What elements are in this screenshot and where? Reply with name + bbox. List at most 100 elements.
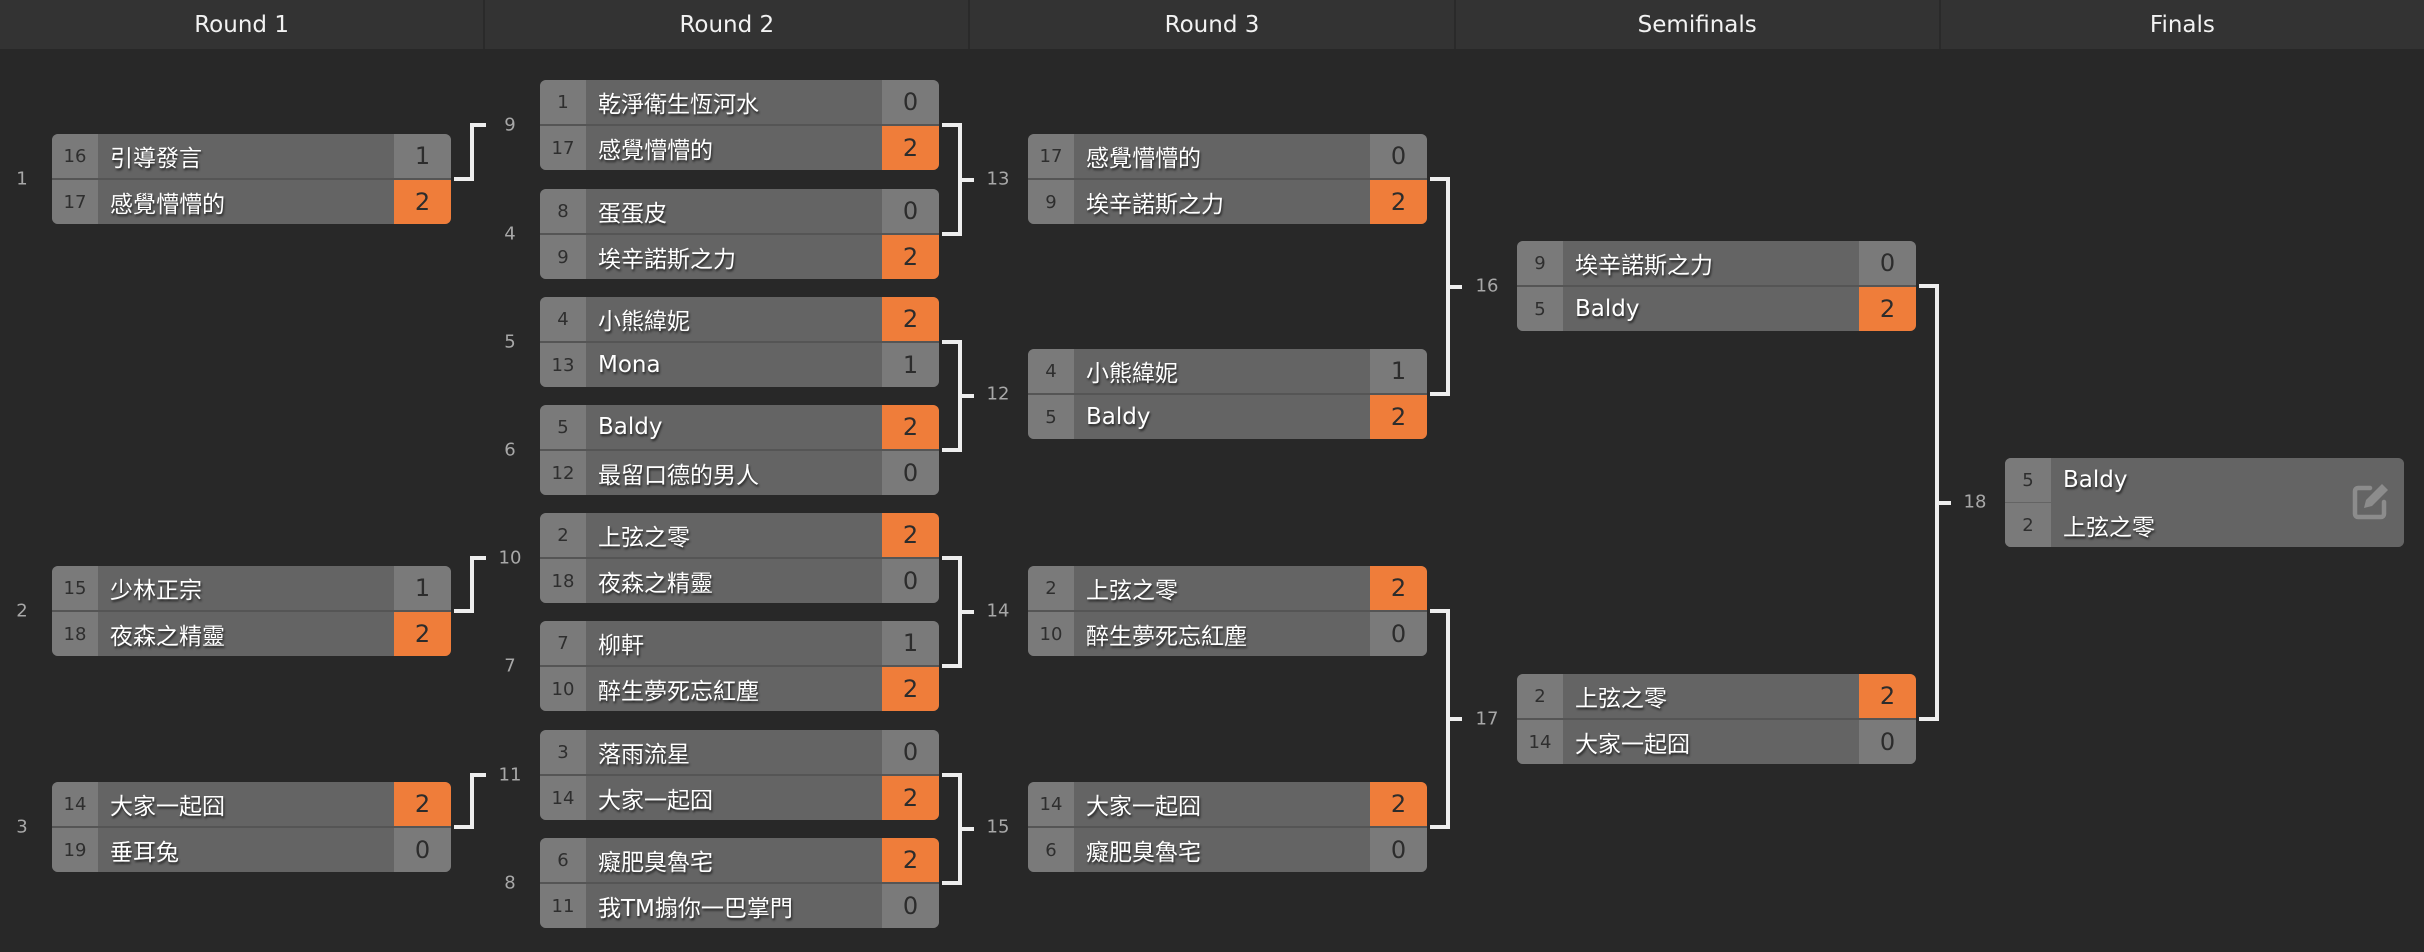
team-score: 2 bbox=[882, 126, 939, 170]
connector-line bbox=[470, 123, 474, 181]
team-score: 2 bbox=[882, 235, 939, 279]
team-seed: 17 bbox=[540, 126, 586, 170]
match-number: 18 bbox=[1963, 491, 1987, 513]
team-score: 0 bbox=[882, 189, 939, 233]
connector-line bbox=[1430, 392, 1450, 396]
team-score: 0 bbox=[882, 80, 939, 124]
team-name: 感覺懵懵的 bbox=[98, 180, 394, 224]
match-number: 14 bbox=[986, 600, 1010, 622]
team-name: 垂耳兔 bbox=[98, 828, 394, 872]
team-name: 大家一起囧 bbox=[98, 782, 394, 826]
connector-line bbox=[942, 881, 962, 885]
edit-icon[interactable] bbox=[2348, 480, 2392, 524]
finals-header: Finals bbox=[2149, 11, 2215, 38]
match-number: 1 bbox=[16, 168, 28, 190]
team-name: 癡肥臭魯宅 bbox=[1074, 828, 1370, 872]
connector-line bbox=[470, 773, 486, 777]
team-name: Baldy bbox=[1563, 287, 1859, 331]
team-seed: 2 bbox=[1028, 566, 1074, 610]
match-number: 9 bbox=[504, 114, 516, 136]
team-seed: 14 bbox=[540, 776, 586, 820]
team-score: 0 bbox=[1859, 720, 1916, 764]
team-score: 1 bbox=[882, 621, 939, 665]
team-score: 0 bbox=[882, 730, 939, 774]
team-name: 我TM搧你一巴掌門 bbox=[586, 884, 882, 928]
team-seed: 11 bbox=[540, 884, 586, 928]
team-seed: 2 bbox=[1517, 674, 1563, 718]
team-name: Baldy bbox=[2051, 458, 2345, 502]
match-number: 4 bbox=[504, 223, 516, 245]
round-3-header: Round 3 bbox=[970, 0, 1456, 49]
team-name: 感覺懵懵的 bbox=[1074, 134, 1370, 178]
connector-line bbox=[454, 609, 470, 613]
team-seed: 18 bbox=[540, 559, 586, 603]
team-score: 0 bbox=[394, 828, 451, 872]
round-1-header: Round 1 bbox=[0, 0, 486, 49]
team-seed: 9 bbox=[540, 235, 586, 279]
team-score: 2 bbox=[1370, 782, 1427, 826]
team-name: 埃辛諾斯之力 bbox=[586, 235, 882, 279]
team-score: 2 bbox=[1859, 674, 1916, 718]
team-name: 引導發言 bbox=[98, 134, 394, 178]
connector-line bbox=[1446, 717, 1462, 721]
match-number: 6 bbox=[504, 439, 516, 461]
team-name: Mona bbox=[586, 343, 882, 387]
connector-line bbox=[942, 556, 962, 560]
team-name: 癡肥臭魯宅 bbox=[586, 838, 882, 882]
